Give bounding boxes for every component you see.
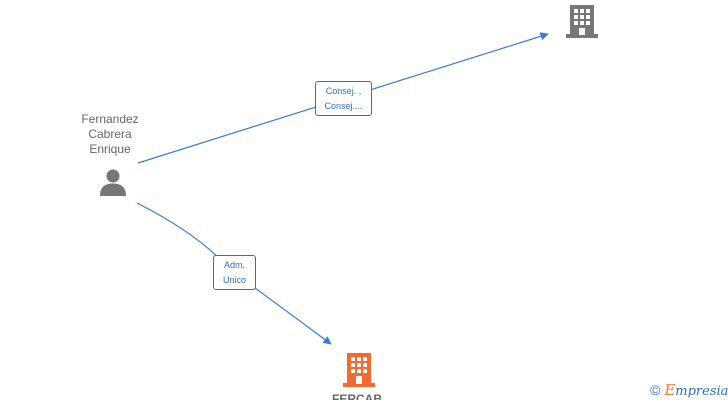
edge-label-line: Consej.... [324,101,363,111]
edge-label-adm-unico[interactable]: Adm. Unico [213,255,256,290]
edge-label-line: Unico [222,275,246,285]
building-icon[interactable] [343,352,375,387]
person-name-line: Cabrera [88,127,132,141]
person-name[interactable]: Fernandez Cabrera Enrique [70,112,150,157]
edge-label-consejero[interactable]: Consej. , Consej.... [315,81,372,116]
person-name-line: Enrique [89,142,131,156]
building-icon[interactable] [566,4,598,38]
person-icon[interactable] [98,167,128,197]
copyright-watermark: © Empresia [650,380,728,400]
brand-initial: E [664,381,676,399]
edge-label-line: Adm. [223,260,245,270]
edge-label-line: Consej. , [325,86,362,96]
brand-logo: Empresia [664,381,728,399]
copyright-icon: © [650,382,661,398]
company-name-fercab[interactable]: FERCAB [332,392,382,400]
brand-rest: mpresia [675,384,728,399]
person-name-line: Fernandez [81,112,139,126]
